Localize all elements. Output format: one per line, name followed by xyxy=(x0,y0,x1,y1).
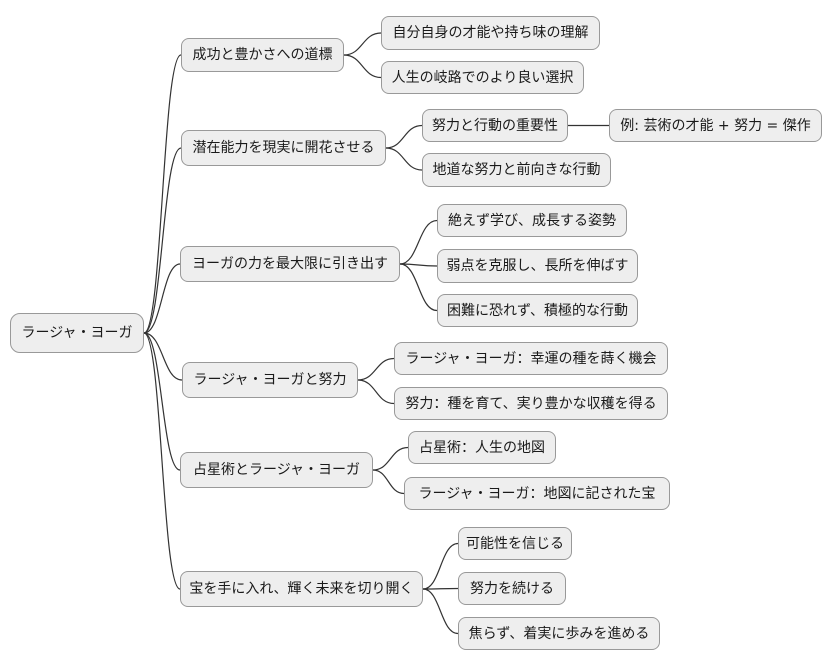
mindmap-node-root: ラージャ・ヨーガ xyxy=(10,313,144,353)
mindmap-node-b4: ラージャ・ヨーガと努力 xyxy=(182,362,358,398)
edge-b6-l6c xyxy=(422,588,459,635)
mindmap-node-l4b: 努力：種を育て、実り豊かな収穫を得る xyxy=(394,387,668,420)
mindmap-node-b6: 宝を手に入れ、輝く未来を切り開く xyxy=(180,571,423,607)
edge-root-b5 xyxy=(143,332,181,471)
edge-root-b1 xyxy=(143,54,182,334)
mindmap-node-l5b: ラージャ・ヨーガ：地図に記された宝 xyxy=(404,477,670,510)
mindmap-node-l2a: 努力と行動の重要性 xyxy=(422,109,568,142)
mindmap-node-l3a: 絶えず学び、成長する姿勢 xyxy=(437,204,627,237)
edge-b5-l5b xyxy=(372,469,405,495)
mindmap-node-l6c: 焦らず、着実に歩みを進める xyxy=(458,617,660,650)
mindmap-node-l6a: 可能性を信じる xyxy=(458,527,572,560)
edge-b3-l3b xyxy=(399,263,438,267)
mindmap-node-b3: ヨーガの力を最大限に引き出す xyxy=(180,246,400,282)
edge-root-b3 xyxy=(143,263,181,334)
mindmap-node-l6b: 努力を続ける xyxy=(458,572,566,605)
edge-b2-l2b xyxy=(385,147,423,171)
mindmap-node-b2: 潜在能力を現実に開花させる xyxy=(181,130,386,166)
edge-root-b6 xyxy=(143,332,181,590)
edge-b3-l3c xyxy=(399,263,438,312)
edge-b1-l1b xyxy=(343,54,382,79)
edge-b3-l3a xyxy=(399,219,438,265)
mindmap-node-l1b: 人生の岐路でのより良い選択 xyxy=(381,61,584,94)
mindmap-node-b5: 占星術とラージャ・ヨーガ xyxy=(180,452,373,488)
edge-b5-l5a xyxy=(372,446,409,471)
mindmap-node-l3c: 困難に恐れず、積極的な行動 xyxy=(437,294,638,327)
mindmap-node-l3b: 弱点を克服し、長所を伸ばす xyxy=(437,249,638,283)
mindmap-node-b1: 成功と豊かさへの道標 xyxy=(181,38,344,72)
edge-b6-l6a xyxy=(422,542,459,590)
mindmap-node-l4a: ラージャ・ヨーガ：幸運の種を蒔く機会 xyxy=(394,342,668,375)
edge-b6-l6b xyxy=(422,587,459,590)
edge-b1-l1a xyxy=(343,32,382,56)
edge-b2-l2a xyxy=(385,124,423,149)
edge-b4-l4a xyxy=(357,357,395,381)
mindmap-node-l2a1: 例: 芸術の才能 + 努力 = 傑作 xyxy=(609,109,822,142)
edge-b4-l4b xyxy=(357,379,395,405)
edge-root-b2 xyxy=(143,147,182,334)
edge-root-b4 xyxy=(143,332,183,381)
mindmap-node-l2b: 地道な努力と前向きな行動 xyxy=(422,153,611,187)
mindmap-node-l5a: 占星術：人生の地図 xyxy=(408,431,556,464)
mindmap-node-l1a: 自分自身の才能や持ち味の理解 xyxy=(381,16,600,50)
